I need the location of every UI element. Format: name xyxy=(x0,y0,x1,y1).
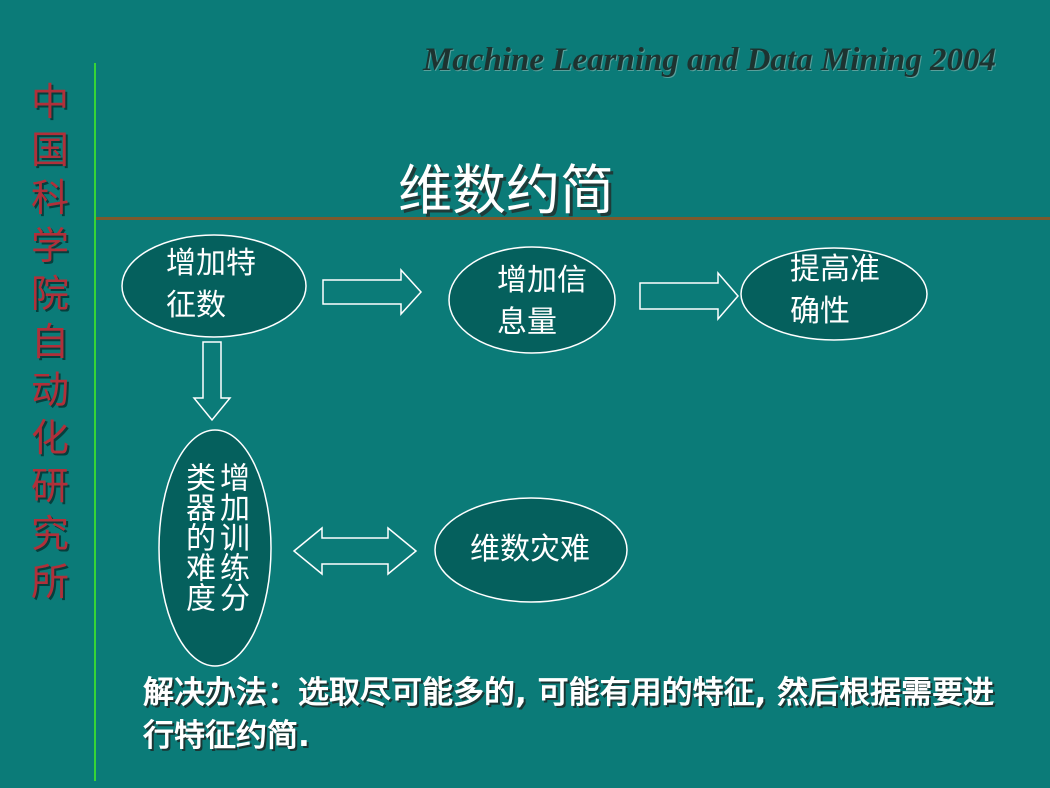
node-training-difficulty-label: 增加训练分类器的难度 xyxy=(180,462,249,612)
double-arrow-icon xyxy=(292,526,418,576)
course-header: Machine Learning and Data Mining 2004 xyxy=(422,42,996,78)
node-curse-of-dimensionality xyxy=(434,497,628,603)
node-add-information-label: 增加信息量 xyxy=(497,263,587,340)
slide-title: 维数约简 xyxy=(398,159,614,222)
node-curse-of-dimensionality-label: 维数灾难 xyxy=(470,532,590,567)
down-arrow-icon xyxy=(192,341,232,422)
node-add-features-label: 增加特征数 xyxy=(166,246,256,323)
node-improve-accuracy xyxy=(740,247,928,341)
institution-vertical-title: 中国科学院自动化研究所 xyxy=(30,80,69,604)
right-arrow-icon xyxy=(322,268,423,316)
right-arrow-icon xyxy=(639,270,739,322)
node-training-difficulty xyxy=(158,429,272,667)
title-rule xyxy=(96,217,1050,220)
node-add-features xyxy=(121,234,307,338)
node-add-information xyxy=(448,246,616,354)
green-divider-line xyxy=(94,63,96,781)
solution-text: 解决办法：选取尽可能多的, 可能有用的特征, 然后根据需要进行特征约简. xyxy=(143,675,995,754)
node-improve-accuracy-label: 提高准确性 xyxy=(790,252,880,329)
